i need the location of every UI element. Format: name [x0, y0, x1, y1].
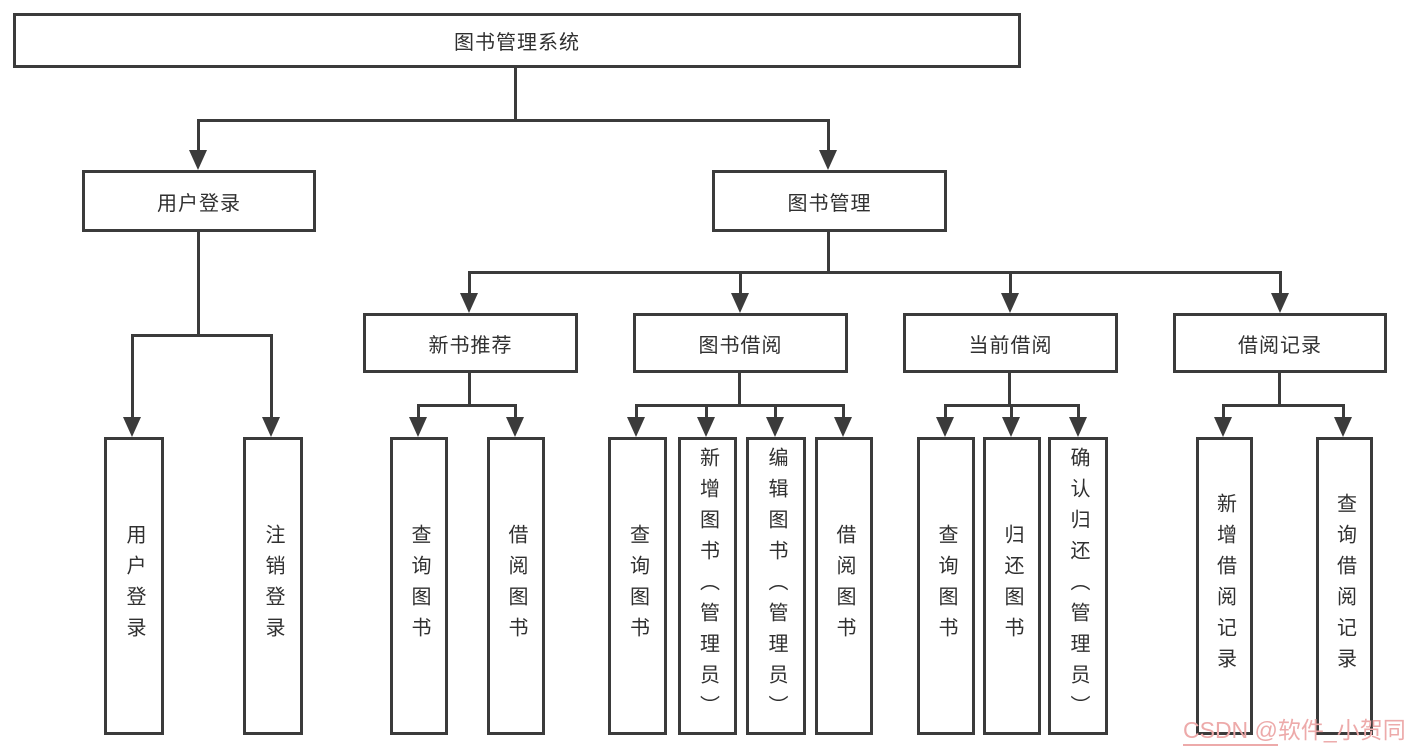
csdn-watermark: CSDN @软件_小贺同学 — [1183, 711, 1405, 746]
node-label: 新增借阅记录 — [1213, 493, 1236, 679]
connector-line — [131, 334, 273, 337]
node-book-management: 图书管理 — [712, 170, 947, 232]
node-label: 图书管理 — [787, 192, 872, 215]
leaf-return-books: 归还图书 — [983, 437, 1041, 735]
arrowhead-down-icon — [697, 417, 715, 437]
leaf-edit-books-admin: 编辑图书（管理员） — [746, 437, 806, 735]
node-label: 图书管理系统 — [454, 32, 580, 54]
leaf-logout: 注销登录 — [243, 437, 303, 735]
connector-line — [1342, 404, 1345, 419]
leaf-query-books-borrowing: 查询图书 — [608, 437, 667, 735]
node-borrowing-records: 借阅记录 — [1173, 313, 1387, 373]
connector-line — [705, 404, 708, 419]
arrowhead-down-icon — [834, 417, 852, 437]
arrowhead-down-icon — [189, 150, 207, 170]
arrowhead-down-icon — [506, 417, 524, 437]
connector-line — [635, 404, 845, 407]
connector-line — [1077, 404, 1080, 419]
arrowhead-down-icon — [460, 293, 478, 313]
connector-line — [514, 68, 517, 122]
connector-line — [1009, 271, 1012, 295]
arrowhead-down-icon — [262, 417, 280, 437]
arrowhead-down-icon — [627, 417, 645, 437]
node-label: 查询图书 — [408, 524, 430, 648]
connector-line — [131, 334, 134, 419]
node-label: 注销登录 — [262, 524, 284, 648]
connector-line — [417, 404, 420, 419]
arrowhead-down-icon — [936, 417, 954, 437]
connector-line — [197, 119, 829, 122]
arrowhead-down-icon — [1001, 293, 1019, 313]
leaf-borrow-books-recommend: 借阅图书 — [487, 437, 545, 735]
node-label: 用户登录 — [157, 192, 241, 215]
connector-line — [635, 404, 638, 419]
arrowhead-down-icon — [409, 417, 427, 437]
node-root-library-system: 图书管理系统 — [13, 13, 1021, 68]
connector-line — [842, 404, 845, 419]
node-label: 查询图书 — [935, 524, 957, 648]
connector-line — [944, 404, 947, 419]
node-label: 借阅记录 — [1238, 334, 1322, 357]
node-current-borrowing: 当前借阅 — [903, 313, 1118, 373]
leaf-query-borrow-record: 查询借阅记录 — [1316, 437, 1373, 735]
connector-line — [1279, 271, 1282, 295]
node-label: 确认归还（管理员） — [1067, 446, 1089, 726]
connector-line — [468, 373, 471, 407]
connector-line — [827, 119, 830, 152]
connector-line — [270, 334, 273, 419]
node-label: 图书借阅 — [698, 334, 783, 357]
connector-line — [514, 404, 517, 419]
leaf-query-books-current: 查询图书 — [917, 437, 975, 735]
node-label: 查询借阅记录 — [1333, 493, 1356, 679]
arrowhead-down-icon — [766, 417, 784, 437]
leaf-add-borrow-record: 新增借阅记录 — [1196, 437, 1253, 735]
arrowhead-down-icon — [1214, 417, 1232, 437]
connector-line — [738, 373, 741, 407]
connector-line — [197, 232, 200, 337]
node-label: 编辑图书（管理员） — [765, 446, 787, 726]
leaf-user-login: 用户登录 — [104, 437, 164, 735]
connector-line — [468, 271, 471, 295]
node-new-book-recommendation: 新书推荐 — [363, 313, 578, 373]
arrowhead-down-icon — [731, 293, 749, 313]
node-label: 当前借阅 — [968, 334, 1053, 357]
arrowhead-down-icon — [1334, 417, 1352, 437]
node-label: 归还图书 — [1001, 524, 1023, 648]
leaf-query-books-recommend: 查询图书 — [390, 437, 448, 735]
node-label: 新书推荐 — [428, 334, 513, 357]
csdn-watermark-brand: CSDN @ — [1183, 717, 1278, 746]
leaf-borrow-books: 借阅图书 — [815, 437, 873, 735]
csdn-watermark-account: 软件_小贺同学 — [1277, 717, 1405, 743]
leaf-confirm-return-admin: 确认归还（管理员） — [1048, 437, 1108, 735]
node-label: 借阅图书 — [505, 524, 527, 648]
arrowhead-down-icon — [819, 150, 837, 170]
node-label: 用户登录 — [123, 524, 145, 648]
arrowhead-down-icon — [1271, 293, 1289, 313]
connector-line — [468, 271, 1282, 274]
leaf-add-books-admin: 新增图书（管理员） — [678, 437, 737, 735]
node-book-borrowing: 图书借阅 — [633, 313, 848, 373]
connector-line — [1222, 404, 1345, 407]
connector-line — [417, 404, 517, 407]
node-label: 新增图书（管理员） — [696, 446, 719, 726]
connector-line — [1008, 373, 1011, 407]
connector-line — [739, 271, 742, 295]
node-label: 借阅图书 — [833, 524, 855, 648]
arrowhead-down-icon — [1002, 417, 1020, 437]
node-label: 查询图书 — [626, 524, 649, 648]
node-user-login: 用户登录 — [82, 170, 316, 232]
connector-line — [197, 119, 200, 152]
connector-line — [774, 404, 777, 419]
connector-line — [1278, 373, 1281, 407]
connector-line — [827, 232, 830, 274]
connector-line — [1222, 404, 1225, 419]
arrowhead-down-icon — [123, 417, 141, 437]
arrowhead-down-icon — [1069, 417, 1087, 437]
connector-line — [1010, 404, 1013, 419]
